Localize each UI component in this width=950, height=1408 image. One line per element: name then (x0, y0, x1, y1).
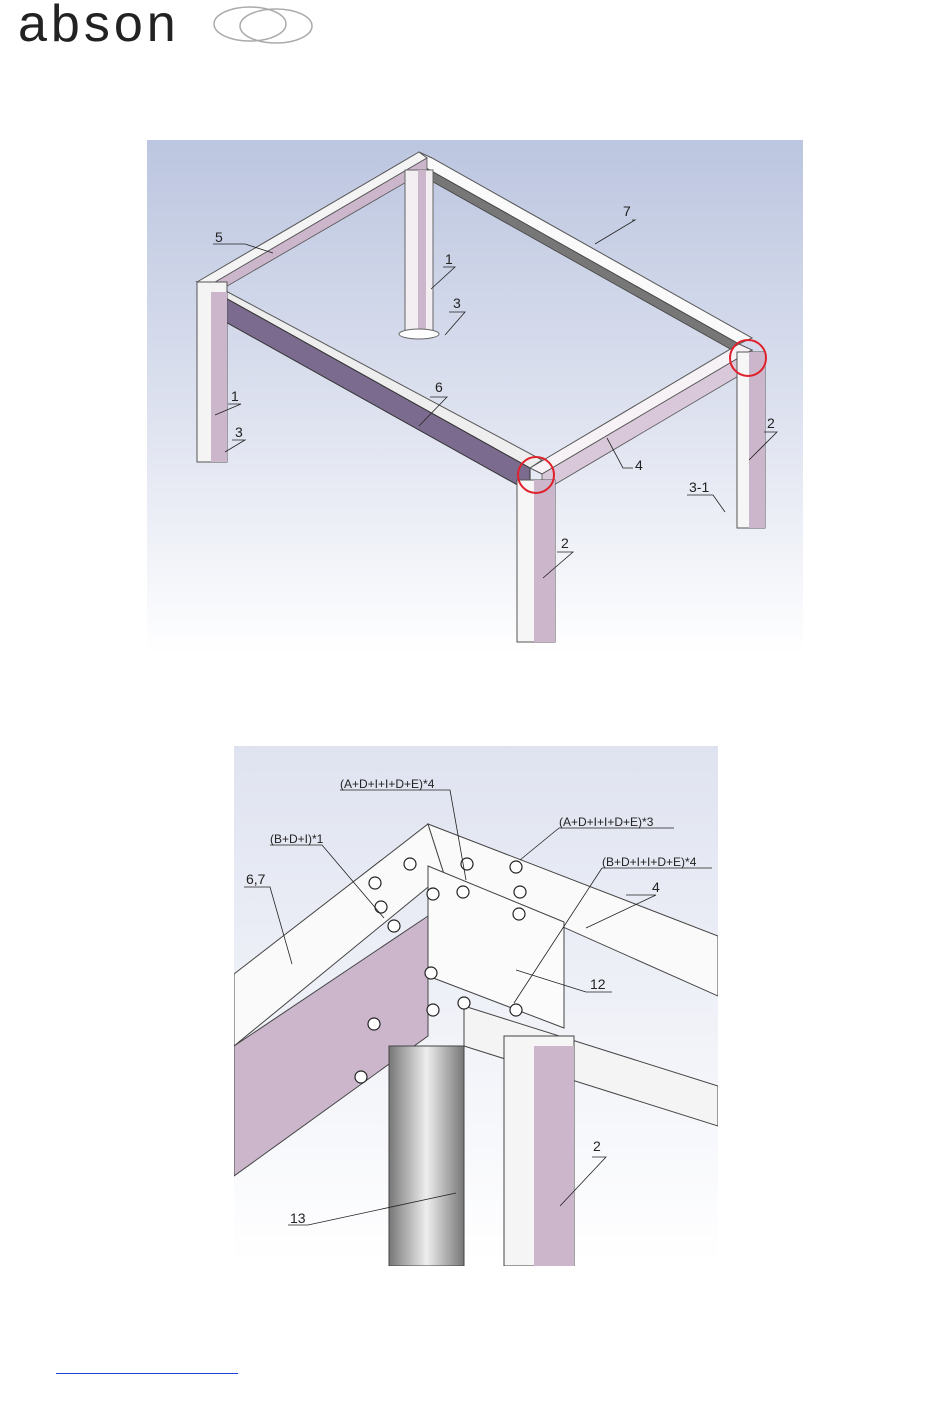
callout-bolt-b-4: (B+D+I+I+D+E)*4 (602, 855, 697, 869)
callout-1-back: 1 (445, 251, 453, 267)
callout-2-right: 2 (767, 415, 775, 431)
callout-bolt-b-1: (B+D+I)*1 (270, 832, 324, 846)
brand-wordmark: abson (18, 0, 180, 54)
callout-6: 6 (435, 379, 443, 395)
callout-bolt-a-3: (A+D+I+I+D+E)*3 (559, 815, 654, 829)
callout-bolt-a-4: (A+D+I+I+D+E)*4 (340, 777, 435, 791)
callout-3-1: 3-1 (689, 479, 709, 495)
corner-detail-figure: (A+D+I+I+D+E)*4 (A+D+I+I+D+E)*3 (B+D+I)*… (234, 746, 718, 1266)
callout-3-left: 3 (235, 424, 243, 440)
footer-link[interactable] (56, 1355, 238, 1374)
callout-1-left: 1 (231, 388, 239, 404)
callout-4: 4 (652, 879, 660, 895)
brand-rings-icon (208, 2, 318, 52)
callout-4: 4 (635, 457, 643, 473)
callout-2-front: 2 (561, 535, 569, 551)
callout-13: 13 (290, 1210, 306, 1226)
callout-3-back: 3 (453, 295, 461, 311)
callout-6-7: 6,7 (246, 871, 266, 887)
callout-2: 2 (593, 1138, 601, 1154)
frame-assembly-figure: 5 1 3 1 3 6 7 4 2 2 3-1 (147, 140, 803, 655)
brand-logo: abson (18, 0, 318, 60)
callout-5: 5 (215, 229, 223, 245)
callout-7: 7 (623, 203, 631, 219)
callout-12: 12 (590, 976, 606, 992)
